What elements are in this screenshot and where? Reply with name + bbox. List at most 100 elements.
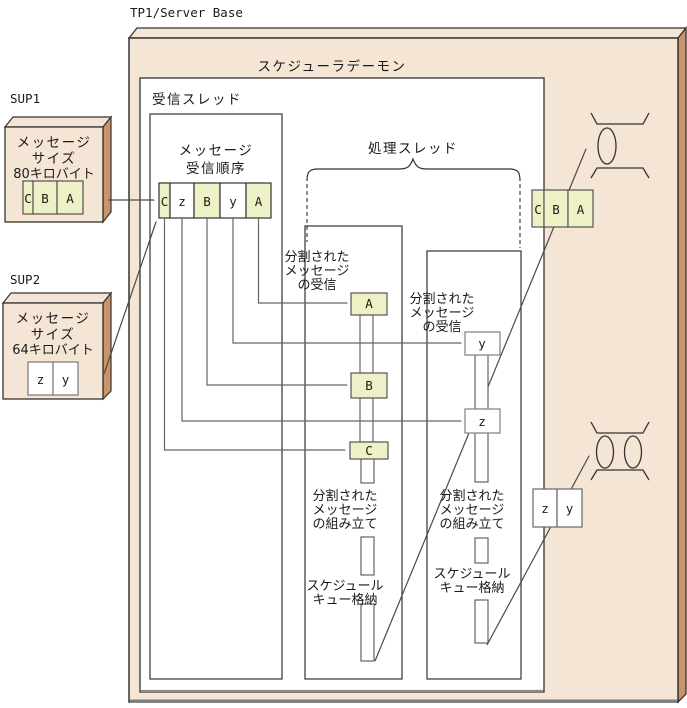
segment-cell xyxy=(556,488,583,528)
segment-box xyxy=(349,441,389,460)
dispatch-lines xyxy=(163,218,462,450)
thread2-store-note: キュー格納 xyxy=(439,580,504,596)
connector-bar xyxy=(360,603,375,662)
cell-label: z xyxy=(541,501,549,516)
thread1-receive-note: 分割された xyxy=(284,249,349,265)
tp1-box-top-face xyxy=(127,27,687,39)
thread2-receive-note: の受信 xyxy=(422,320,461,335)
sup1-box xyxy=(3,115,113,224)
processing-threads-brace xyxy=(306,157,521,182)
cell-label: A xyxy=(577,202,585,217)
queue-entry-ellipse xyxy=(595,435,615,469)
cell-label: A xyxy=(255,194,263,209)
store-arrow-thread2 xyxy=(486,456,589,646)
sup2-top-face xyxy=(1,292,113,304)
cell-label: C xyxy=(161,194,169,209)
receive-order-title: 受信順序 xyxy=(186,161,246,177)
cell-label: B xyxy=(365,378,373,393)
schedule-queue-1 xyxy=(590,112,650,179)
thread1-assemble-note: メッセージ xyxy=(313,503,378,518)
assembled-message-2 xyxy=(532,488,583,528)
queue-entry-ellipse xyxy=(597,127,617,165)
sup1-note: 80キロバイト xyxy=(13,167,95,182)
cell-label: z xyxy=(178,194,186,209)
sup2-label: SUP2 xyxy=(10,272,40,287)
dispatch-line-A xyxy=(257,218,348,303)
cell-label: C xyxy=(365,443,373,458)
cell-label: y xyxy=(62,372,70,387)
connector-bar xyxy=(474,537,489,564)
segment-cell xyxy=(543,189,569,228)
thread2-store-note: スケジュール xyxy=(433,567,510,582)
queue-entry-ellipse xyxy=(623,435,643,469)
sup1-note: サイズ xyxy=(32,151,77,167)
sup2-box xyxy=(1,291,113,401)
cell-label: B xyxy=(41,191,49,206)
thread2-assemble-note: 分割された xyxy=(439,488,504,504)
processing-thread2-box xyxy=(426,250,522,680)
connector-bar xyxy=(474,599,489,644)
thread1-segments xyxy=(349,292,389,662)
thread2-receive-note: メッセージ xyxy=(410,306,475,321)
dispatch-line-B xyxy=(206,218,347,385)
segment-cell xyxy=(193,182,221,219)
thread1-assemble-note: 分割された xyxy=(312,488,377,504)
queue-bottom-bracket xyxy=(590,469,650,481)
connector-bar xyxy=(474,354,489,410)
dispatch-line-C xyxy=(163,218,346,450)
assembled-message-1 xyxy=(531,189,594,228)
thread1-store-note: スケジュール xyxy=(306,579,383,594)
thread2-receive-note: 分割された xyxy=(409,291,474,307)
cell-label: z xyxy=(37,372,45,387)
thread1-receive-note: メッセージ xyxy=(285,264,350,279)
connector-bar xyxy=(360,536,375,576)
segment-cell xyxy=(56,180,84,215)
cell-label: y xyxy=(566,501,574,516)
thread1-receive-note: の受信 xyxy=(297,278,336,293)
tp1-box-right-face xyxy=(677,26,687,704)
sup1-label: SUP1 xyxy=(10,91,40,106)
segment-cell xyxy=(219,182,247,219)
connector-bar xyxy=(474,432,489,483)
sup2-right-face xyxy=(102,291,112,401)
scheduler-daemon-label: スケジューラデーモン xyxy=(257,58,406,75)
queue-top-bracket xyxy=(590,112,650,125)
segment-box xyxy=(350,292,388,316)
cell-label: A xyxy=(66,191,74,206)
sup2-note: サイズ xyxy=(31,327,76,343)
connector-bar xyxy=(359,314,374,374)
queue-top-bracket xyxy=(590,421,650,434)
processing-threads-label: 処理スレッド xyxy=(368,141,458,157)
cell-label: B xyxy=(203,194,211,209)
thread1-assemble-note: の組み立て xyxy=(312,517,377,532)
segment-box xyxy=(464,331,501,356)
schedule-queue-2 xyxy=(590,421,650,481)
thread2-segments xyxy=(464,331,501,644)
segment-cell xyxy=(567,189,594,228)
segment-cell xyxy=(532,488,558,528)
cell-label: z xyxy=(478,414,486,429)
thread1-store-note: キュー格納 xyxy=(312,592,377,608)
receive-order-title: メッセージ xyxy=(179,143,254,159)
cell-label: C xyxy=(534,202,542,217)
thread2-assemble-note: メッセージ xyxy=(440,503,505,518)
cell-label: A xyxy=(365,296,373,311)
receive-order-cells xyxy=(158,182,272,219)
segment-box xyxy=(350,372,388,399)
receive-thread-label: 受信スレッド xyxy=(152,92,242,108)
segment-box xyxy=(464,408,501,434)
sup1-right-face xyxy=(102,115,112,224)
sup1-top-face xyxy=(3,116,113,128)
cell-label: y xyxy=(229,194,237,209)
cell-label: y xyxy=(478,336,486,351)
segment-cell xyxy=(52,361,79,396)
connector-bar xyxy=(359,397,374,443)
thread2-assemble-note: の組み立て xyxy=(439,517,504,532)
cell-label: B xyxy=(552,202,560,217)
cell-label: C xyxy=(24,191,32,206)
dispatch-line-z xyxy=(181,218,461,421)
sup2-note: メッセージ xyxy=(16,311,91,327)
dispatch-line-y xyxy=(232,218,461,343)
sup2-note: 64キロバイト xyxy=(12,343,94,358)
